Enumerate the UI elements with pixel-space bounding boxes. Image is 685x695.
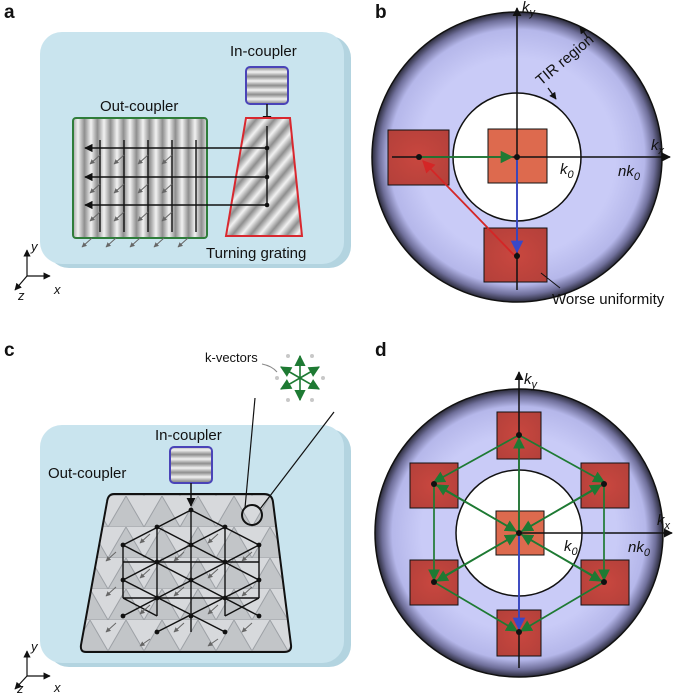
panel-d: d	[374, 340, 673, 678]
axis-y-c: y	[30, 639, 39, 654]
axis-z-a: z	[17, 288, 25, 303]
in-coupler-label-c: In-coupler	[155, 427, 222, 444]
in-coupler-label: In-coupler	[230, 43, 297, 60]
nk0-label-d: nk0	[628, 539, 651, 559]
panel-a: a Out-coupler In-coupler Turning grating	[4, 2, 351, 303]
k-vector-dots	[275, 354, 325, 402]
out-coupler-label: Out-coupler	[100, 98, 178, 115]
axis-y-a: y	[30, 239, 39, 254]
in-coupler-grating-c	[169, 446, 213, 484]
kx-label-d: kx	[657, 512, 671, 532]
tir-arrow-out	[579, 26, 589, 39]
axis-x-a: x	[53, 282, 61, 297]
worse-uniformity-label: Worse uniformity	[552, 291, 665, 308]
dots-b	[416, 154, 520, 259]
zoom-line-1	[244, 397, 256, 509]
out-coupler-2d-grating	[79, 493, 293, 653]
out-coupler-grating	[72, 117, 208, 239]
panel-letter-b: b	[375, 2, 387, 23]
axes-a	[14, 249, 51, 291]
hex-nodes-c	[120, 507, 262, 635]
k-vectors-leader	[261, 363, 278, 373]
panel-letter-a: a	[4, 2, 15, 23]
panel-letter-c: c	[4, 340, 15, 361]
nk0-label-b: nk0	[618, 163, 641, 183]
node-dots-a	[264, 145, 270, 208]
k-vector-star	[280, 354, 320, 402]
tir-arrow-in	[547, 87, 557, 100]
axis-x-c: x	[53, 680, 61, 695]
worse-uniformity-leader	[540, 272, 561, 289]
turning-grating-label: Turning grating	[206, 245, 306, 262]
axes-c	[14, 650, 51, 690]
ky-label-d: ky	[524, 371, 539, 391]
k0-label-d: k0	[564, 538, 579, 558]
dots-d	[431, 432, 607, 635]
green-hexagon-d	[428, 434, 610, 632]
ky-label-b: ky	[522, 0, 537, 19]
kx-label-b: kx	[651, 137, 665, 157]
out-coupler-label-c: Out-coupler	[48, 465, 126, 482]
zoom-circle-c	[241, 504, 263, 526]
zoom-line-2	[259, 411, 335, 510]
panel-b: b ky kx k0 nk0 TIR region Worse uniformi…	[371, 0, 671, 308]
axis-z-c: z	[16, 681, 24, 695]
diffracted-rays-c	[105, 533, 253, 647]
k0-label-b: k0	[560, 161, 575, 181]
panel-letter-d: d	[375, 340, 387, 361]
diffracted-rays-a	[81, 154, 189, 248]
panel-c: c Out-coupler In-coupler	[4, 340, 351, 695]
k-vectors-label: k-vectors	[205, 350, 258, 365]
in-coupler-grating	[245, 66, 289, 105]
red-arrow-b	[422, 160, 516, 257]
